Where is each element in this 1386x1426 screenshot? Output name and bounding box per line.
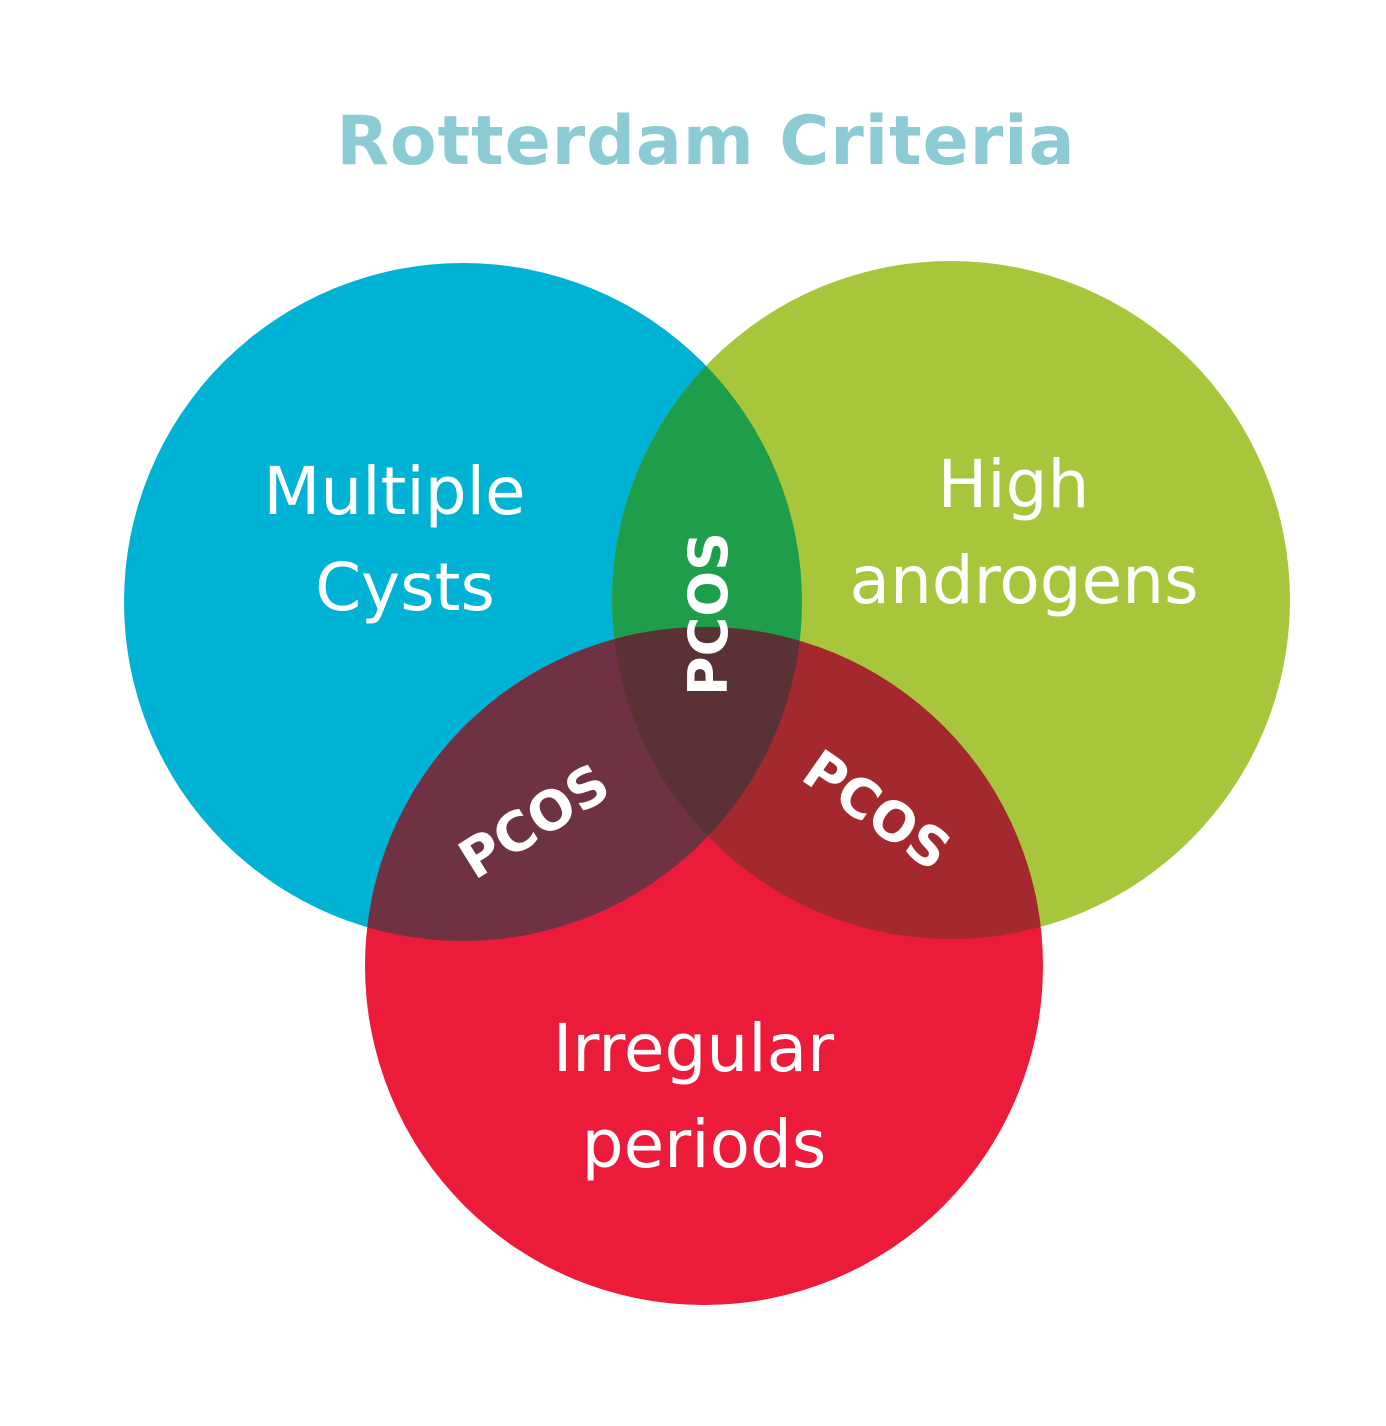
pcos-label-cysts-androgens: PCOS	[677, 532, 740, 696]
label-high-androgens-line1: High	[938, 446, 1090, 523]
label-irregular-periods-line2: periods	[582, 1106, 827, 1183]
label-irregular-periods-line1: Irregular	[553, 1010, 835, 1087]
overlap-cysts-periods	[365, 627, 802, 941]
overlap-androgens-periods	[612, 627, 1043, 939]
label-irregular-periods: Irregular periods	[553, 1010, 855, 1183]
label-high-androgens-line2: androgens	[850, 542, 1199, 619]
label-multiple-cysts-line2: Cysts	[315, 549, 495, 626]
label-high-androgens: High androgens	[850, 446, 1199, 619]
label-multiple-cysts: Multiple Cysts	[263, 453, 546, 626]
label-multiple-cysts-line1: Multiple	[263, 453, 525, 530]
diagram-title: Rotterdam Criteria	[337, 102, 1076, 181]
